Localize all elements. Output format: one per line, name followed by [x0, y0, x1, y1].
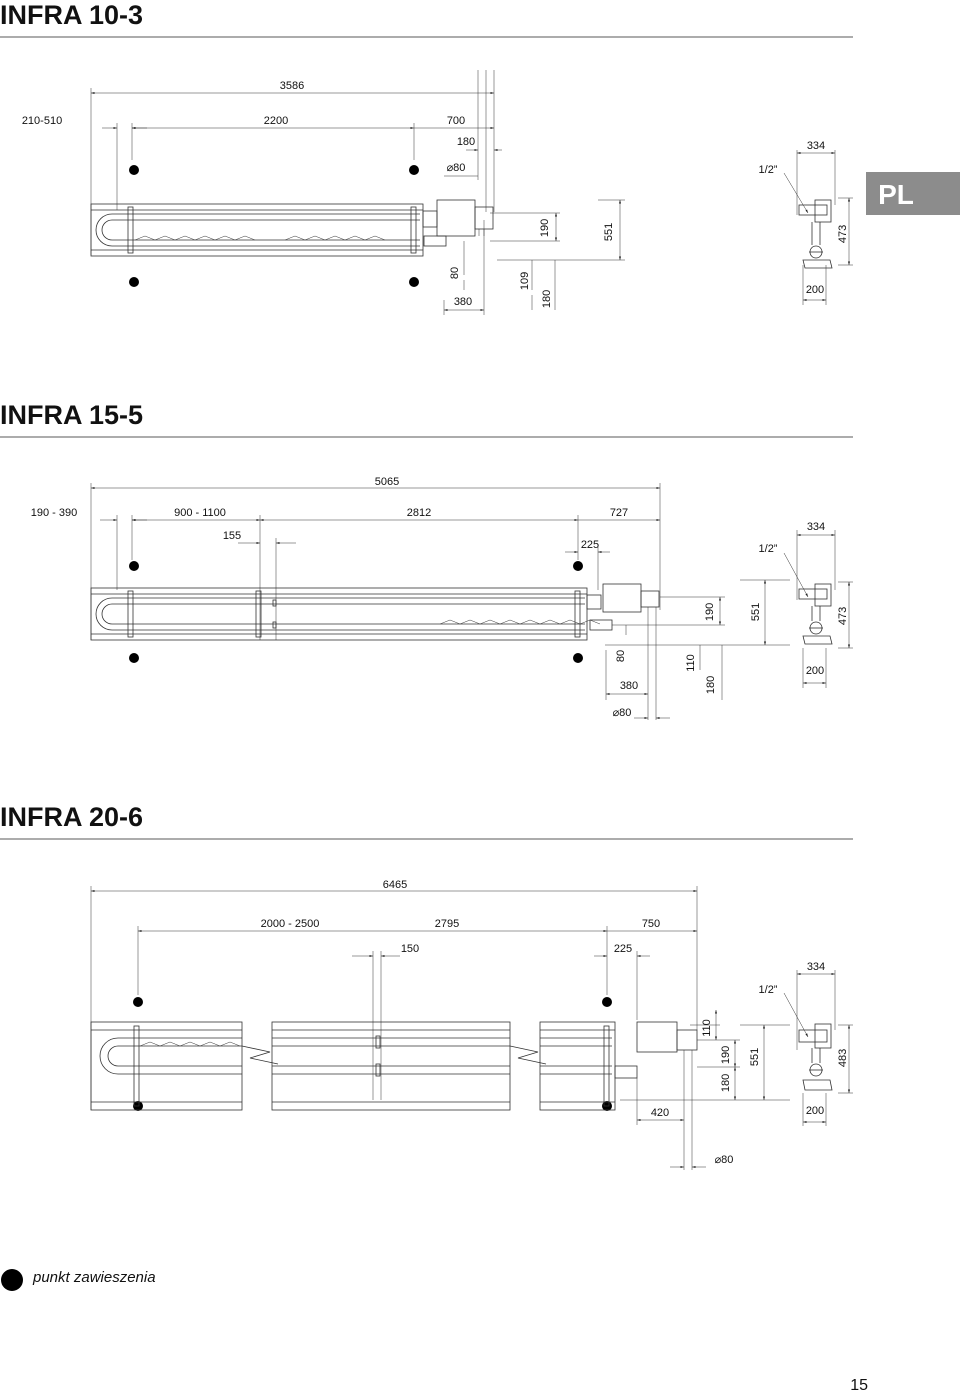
- section-title: INFRA 10-3: [0, 0, 143, 30]
- dim-h551: 551: [603, 223, 615, 241]
- suspension-point: [573, 653, 583, 663]
- dim-side-h: 473: [837, 607, 849, 625]
- dim-v180: 180: [541, 290, 553, 308]
- dim-h110: 110: [701, 1019, 713, 1037]
- side-view: [783, 970, 853, 1126]
- vertical-dims: [443, 199, 625, 315]
- dim-v110: 110: [685, 654, 697, 672]
- vertical-dims: [605, 579, 790, 720]
- dim-side-b: 200: [806, 665, 824, 677]
- dim-side-w: 334: [807, 521, 825, 533]
- side-view: [783, 530, 853, 688]
- section-title: INFRA 20-6: [0, 802, 143, 832]
- dim-v109: 109: [519, 272, 531, 290]
- dim-right-span: 700: [447, 115, 465, 127]
- suspension-point: [129, 165, 139, 175]
- dim-mid-span: 2812: [407, 507, 431, 519]
- page-number: 15: [850, 1377, 868, 1393]
- dim-side-w: 334: [807, 961, 825, 973]
- dim-v80: 80: [615, 650, 627, 662]
- dim-burner: 225: [581, 539, 599, 551]
- dim-w380: 380: [454, 296, 472, 308]
- dim-sec1: 900 - 1100: [174, 507, 226, 519]
- dim-total: 5065: [375, 476, 399, 488]
- suspension-point: [573, 561, 583, 571]
- dim-side-b: 200: [806, 284, 824, 296]
- section-infra-20-6: INFRA 20-6 6465 2000 - 2500 2795 750 150…: [0, 802, 853, 1170]
- side-view: [783, 150, 853, 305]
- suspension-point: [409, 277, 419, 287]
- dim-burner: 225: [614, 943, 632, 955]
- legend: punkt zawieszenia: [1, 1269, 156, 1291]
- legend-label: punkt zawieszenia: [32, 1269, 156, 1286]
- dim-left-offset: 210-510: [22, 115, 62, 127]
- dim-total: 6465: [383, 879, 407, 891]
- section-title: INFRA 15-5: [0, 400, 143, 430]
- dim-h551: 551: [750, 603, 762, 621]
- dim-right-span: 750: [642, 918, 660, 930]
- dim-thread: 1/2”: [759, 543, 778, 555]
- dimension-lines: [90, 483, 661, 640]
- dim-side-w: 334: [807, 140, 825, 152]
- dim-mid-span: 2200: [264, 115, 288, 127]
- suspension-point: [409, 165, 419, 175]
- suspension-point: [129, 653, 139, 663]
- dim-w380: 380: [620, 680, 638, 692]
- svg-text:PL: PL: [878, 179, 914, 210]
- section-infra-15-5: INFRA 15-5 5065 190 - 390 900 - 1100 281…: [0, 400, 853, 720]
- dim-right-span: 727: [610, 507, 628, 519]
- suspension-point: [602, 997, 612, 1007]
- suspension-point-icon: [1, 1269, 23, 1291]
- dim-thread: 1/2”: [759, 984, 778, 996]
- section-infra-10-3: INFRA 10-3 3586 210-510 2200 700 180 ⌀80: [0, 0, 853, 315]
- dim-sec1: 2000 - 2500: [261, 918, 320, 930]
- dim-side-b: 200: [806, 1105, 824, 1117]
- dim-left-offset: 190 - 390: [31, 507, 77, 519]
- dim-side-h: 473: [837, 225, 849, 243]
- dim-v80: 80: [449, 267, 461, 279]
- dim-h190: 190: [720, 1046, 732, 1064]
- dim-pipe-dia: ⌀80: [715, 1154, 734, 1166]
- dim-v180: 180: [705, 676, 717, 694]
- dim-h190: 190: [704, 603, 716, 621]
- dim-pipe-dia: ⌀80: [613, 707, 632, 719]
- dim-thread: 1/2”: [759, 164, 778, 176]
- suspension-point: [133, 997, 143, 1007]
- suspension-point: [129, 277, 139, 287]
- dim-pipe-dia: ⌀80: [447, 162, 466, 174]
- dim-small: 155: [223, 530, 241, 542]
- heater-body: [90, 583, 660, 720]
- dim-h190: 190: [539, 219, 551, 237]
- dim-h551: 551: [749, 1048, 761, 1066]
- dim-small: 150: [401, 943, 419, 955]
- dim-side-h: 483: [837, 1049, 849, 1067]
- dim-total: 3586: [280, 80, 304, 92]
- heater-body: [90, 199, 494, 257]
- dim-h180: 180: [720, 1074, 732, 1092]
- dimension-lines: [90, 70, 502, 255]
- dim-mid-span: 2795: [435, 918, 459, 930]
- suspension-point: [129, 561, 139, 571]
- dim-burner-w: 180: [457, 136, 475, 148]
- dim-w420: 420: [651, 1107, 669, 1119]
- vertical-dims: [620, 1010, 790, 1169]
- language-badge: PL: [866, 172, 960, 215]
- heater-body: [90, 1021, 698, 1170]
